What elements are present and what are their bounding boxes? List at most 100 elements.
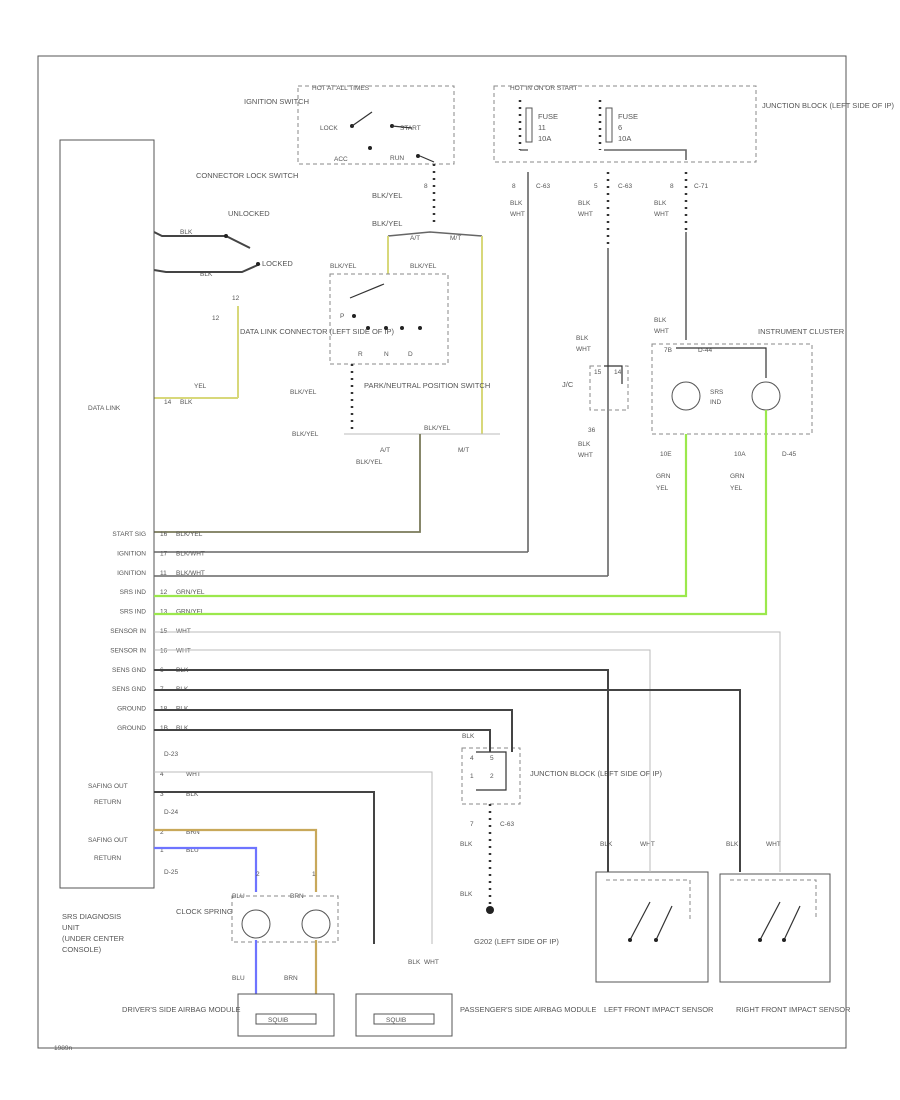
main-harness: 1989n [54, 410, 781, 1052]
safing-out-label: SAFING OUT [88, 783, 128, 790]
pnp-position-p: P [340, 313, 344, 320]
wire-color-label: BLK/YEL [290, 389, 317, 396]
sensor-contact [782, 938, 786, 942]
srs-unit-name: CONSOLE) [62, 945, 102, 954]
fuse-number: 11 [538, 123, 546, 132]
data-link-connector: 12 12 DATA LINK CONNECTOR (LEFT SIDE OF … [154, 295, 395, 406]
conn-id: C-63 [536, 183, 550, 190]
wire-color-label: GRN/YEL [176, 609, 205, 616]
passenger-airbag-label: PASSENGER'S SIDE AIRBAG MODULE [460, 1005, 596, 1014]
wire-pin: 8 [424, 183, 428, 190]
fuse-output-connectors: 8 C-63 BLK WHT 5 C-63 BLK WHT 8 C-71 BLK… [510, 172, 708, 576]
srs-unit-name: (UNDER CENTER [62, 934, 125, 943]
wire-color-label: WHT [576, 346, 591, 353]
wire-color-label: BLU [232, 975, 245, 982]
cluster-pin: 10E [660, 451, 672, 458]
conn-id: C-63 [618, 183, 632, 190]
start-label: START [400, 125, 421, 132]
jc-pin: 14 [614, 369, 622, 376]
driver-airbag-label: DRIVER'S SIDE AIRBAG MODULE [122, 1005, 241, 1014]
fuse-amps: 10A [618, 134, 631, 143]
dlc-pin-num: 14 [164, 399, 172, 406]
wire-color-label: WHT [176, 647, 191, 654]
clock-coil [301, 909, 331, 939]
dlc-pin: 12 [232, 295, 240, 302]
fuse-wire [518, 100, 602, 150]
wire-color-label: BRN [284, 975, 298, 982]
conn-id: D-23 [164, 751, 178, 758]
jb-pin: 2 [490, 773, 494, 780]
wire-color-label: YEL [656, 485, 669, 492]
wire-color-label: BLK [186, 791, 199, 798]
wire-color-label: WHT [640, 841, 655, 848]
srs-ind-label: SRS [710, 389, 724, 396]
ignition-switch: HOT AT ALL TIMES IGNITION SWITCH LOCK ST… [244, 85, 483, 242]
switch-wire [419, 155, 435, 163]
return-2-wire [154, 846, 258, 892]
srs-pin-label: START SIG [112, 531, 146, 538]
left-impact-sensor [595, 871, 709, 983]
wire-color-label: BLK [460, 841, 473, 848]
diagram-frame [37, 55, 847, 1049]
wire-color-label: WHT [654, 211, 669, 218]
pnp-contact [366, 326, 370, 330]
squib-label: SQUIB [268, 1017, 288, 1024]
srs-pin-row: SENSOR IN 16 WHT [110, 647, 191, 654]
cluster-pin: 7B [664, 347, 672, 354]
srs-pin-number: 11 [160, 570, 167, 577]
srs-pin-number: 16 [160, 647, 168, 654]
conn-id: C-63 [500, 821, 514, 828]
srs-pin-label: SRS IND [120, 609, 147, 616]
pnp-switch-blade [349, 283, 385, 299]
jc-bus [604, 365, 623, 384]
wire-color-label: YEL [730, 485, 743, 492]
wire-color-label: BLK [578, 200, 591, 207]
cluster-box [651, 343, 813, 435]
safing-out-2-wire [154, 828, 318, 892]
fuse-label: FUSE [618, 112, 638, 121]
wire-color-label: GRN/YEL [176, 589, 205, 596]
data-link-pin-label: DATA LINK [88, 405, 121, 412]
wire-color-label: BLK [460, 891, 473, 898]
sensor-switch [629, 901, 673, 941]
wire-color-label: WHT [578, 452, 593, 459]
hot-in-on-label: HOT IN ON OR START [510, 85, 578, 92]
pnp-position-d: D [408, 351, 413, 358]
clock-pin: 1 [312, 871, 316, 878]
wire-color-label: BLK [200, 271, 213, 278]
srs-unit-name: SRS DIAGNOSIS [62, 912, 121, 921]
wire-color-label: BLK [180, 399, 193, 406]
wire-color-label: BLK [578, 441, 591, 448]
wire-color-label: YEL [194, 383, 207, 390]
sensor-contact [628, 938, 632, 942]
fuse-block: HOT IN ON OR START FUSE 11 10A FUSE 6 10… [493, 85, 894, 163]
pnp-position-r: R [358, 351, 363, 358]
srs-pin-label: SENSOR IN [110, 647, 146, 654]
fuse-label: FUSE [538, 112, 558, 121]
wire-color-label: BLK/WHT [176, 550, 205, 557]
safing-out-label: SAFING OUT [88, 837, 128, 844]
jc-box [589, 365, 629, 411]
ground-label: G202 (LEFT SIDE OF IP) [474, 937, 559, 946]
dlc-label: DATA LINK CONNECTOR (LEFT SIDE OF IP) [240, 327, 395, 336]
wire-color-label: BLU [232, 893, 245, 900]
driver-squib [255, 1013, 317, 1025]
clock-spring-label: CLOCK SPRING [176, 907, 233, 916]
impact-sensors: BLK WHT BLK WHT LEFT FRONT IMPACT SENSOR… [595, 841, 851, 1014]
ignition-split-wire [387, 231, 483, 237]
right-sensor-label: RIGHT FRONT IMPACT SENSOR [736, 1005, 851, 1014]
unlocked-label: UNLOCKED [228, 209, 270, 218]
srs-pin-number: 13 [160, 609, 168, 616]
acc-label: ACC [334, 156, 348, 163]
srs-ind-wire-1 [154, 434, 688, 598]
pnp-position-n: N [384, 351, 389, 358]
hot-at-all-times-label: HOT AT ALL TIMES [312, 85, 370, 92]
wire-color-label: BLK [654, 200, 667, 207]
wire-color-label: WHT [766, 841, 781, 848]
instrument-cluster: BLK WHT 7B D-44 INSTRUMENT CLUSTER SRS I… [651, 317, 845, 492]
switch-contact [224, 234, 228, 238]
